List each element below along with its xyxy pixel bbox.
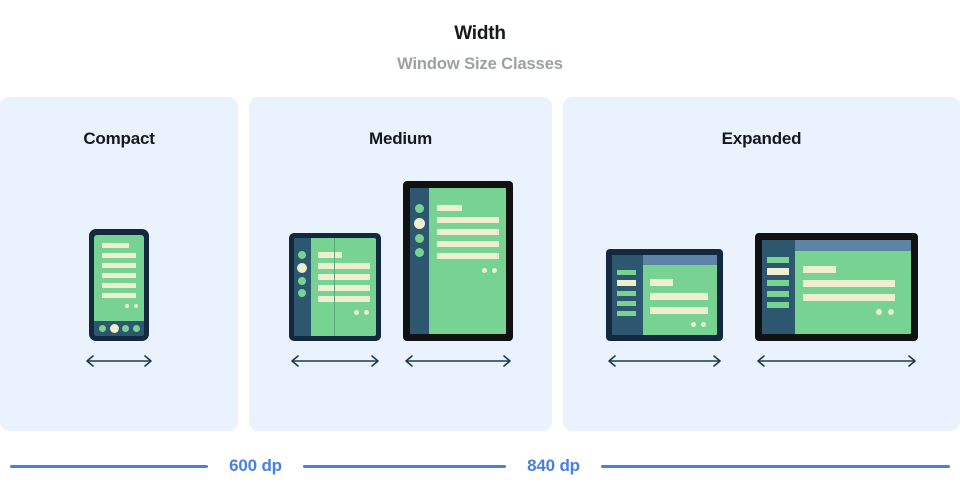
panel-label-compact: Compact [83, 129, 155, 148]
ruler-line-right [601, 465, 950, 468]
ruler-label-840: 840 dp [527, 456, 580, 475]
device-stage-compact [0, 161, 238, 431]
panel-compact: Compact [0, 97, 238, 431]
double-headed-arrow-icon [404, 355, 511, 367]
device-stage-expanded [563, 161, 960, 431]
panel-expanded: Expanded [563, 97, 960, 431]
device-group-expanded [563, 233, 960, 369]
tablet-landscape-icon [605, 249, 723, 341]
panel-label-medium: Medium [368, 129, 433, 148]
diagram-header: Width Window Size Classes [0, 22, 960, 75]
size-class-panels: Compact [0, 97, 960, 431]
double-headed-arrow-icon [607, 355, 721, 367]
device-column-phone [84, 229, 154, 369]
phone-icon [89, 229, 149, 341]
foldable-icon [288, 233, 381, 341]
ruler-line-left [10, 465, 208, 468]
device-stage-medium [249, 161, 552, 431]
device-column-tablet-portrait [402, 181, 513, 369]
tablet-portrait-icon [402, 181, 513, 341]
panel-medium: Medium [249, 97, 552, 431]
device-group-medium [249, 181, 552, 369]
double-headed-arrow-icon [290, 355, 379, 367]
ruler-line-middle [303, 465, 506, 468]
double-headed-arrow-icon [756, 355, 916, 367]
double-headed-arrow-icon [86, 355, 152, 367]
device-column-foldable [288, 233, 381, 369]
panel-label-expanded: Expanded [721, 129, 802, 148]
desktop-icon [754, 233, 918, 341]
ruler-label-600: 600 dp [229, 456, 282, 475]
page-subtitle: Window Size Classes [397, 55, 563, 73]
device-column-tablet-landscape-large [754, 233, 918, 369]
breakpoint-rulers: 600 dp 840 dp [0, 452, 960, 494]
device-group-compact [0, 229, 238, 369]
page-title: Width [454, 23, 506, 44]
device-column-tablet-landscape-small [605, 249, 723, 369]
